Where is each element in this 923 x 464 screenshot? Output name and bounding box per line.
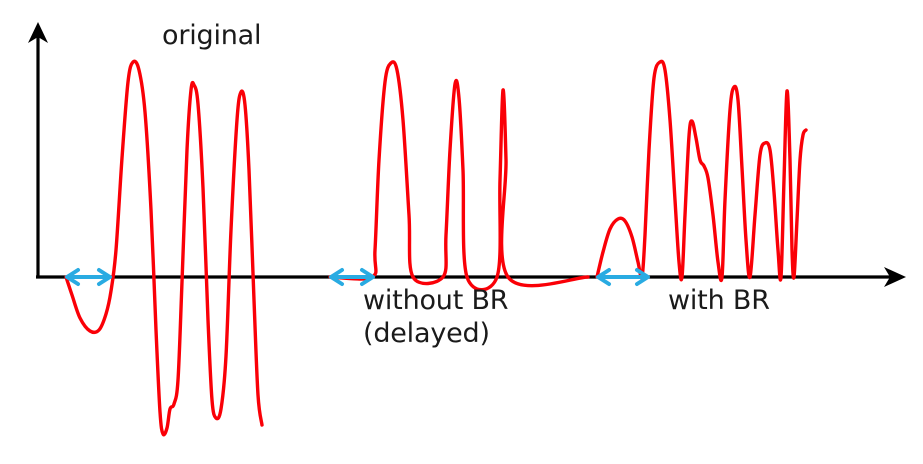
marker-group	[65, 268, 650, 286]
y-axis-arrowhead	[28, 22, 48, 43]
label-original: original	[162, 20, 262, 51]
x-axis-arrowhead	[884, 267, 906, 287]
label-without-br: without BR	[363, 285, 509, 316]
marker-arrowhead-right	[360, 268, 375, 286]
delay-marker-original	[65, 268, 112, 286]
signal-with-br	[595, 59, 808, 283]
signal-without-br	[328, 60, 590, 292]
marker-arrowhead-right	[635, 268, 650, 286]
label-with-br: with BR	[668, 285, 770, 316]
delay-marker-with-br	[596, 268, 650, 286]
axis-group	[28, 22, 906, 287]
signal-original	[64, 59, 264, 437]
signal-group	[64, 59, 808, 437]
marker-arrowhead-right	[97, 268, 112, 286]
marker-arrowhead-left	[329, 268, 344, 286]
marker-arrowhead-left	[596, 268, 611, 286]
label-delayed: (delayed)	[363, 318, 490, 349]
marker-arrowhead-left	[65, 268, 80, 286]
delay-marker-without-br	[329, 268, 375, 286]
